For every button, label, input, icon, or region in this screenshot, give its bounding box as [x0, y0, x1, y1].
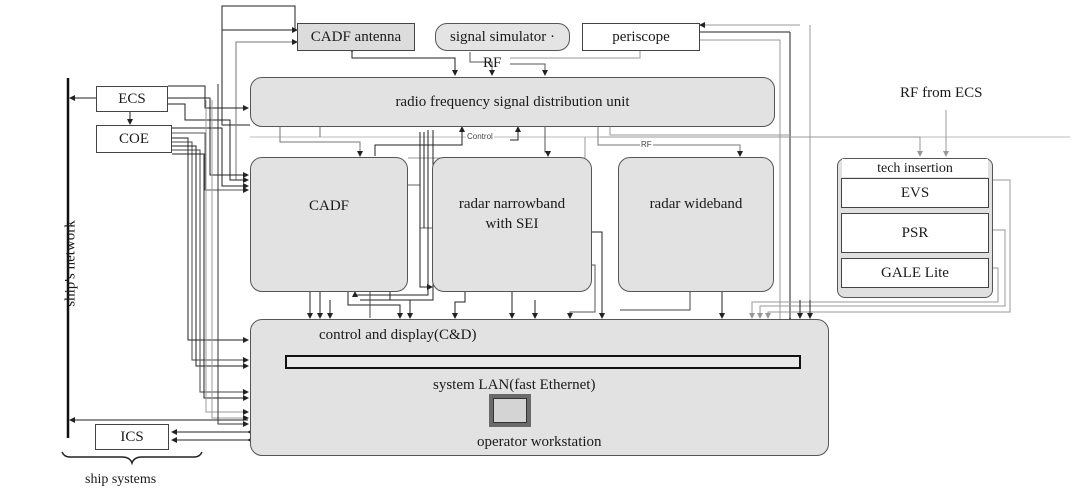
- cadf-antenna-box[interactable]: CADF antenna: [297, 23, 415, 51]
- evs-module[interactable]: EVS: [841, 178, 989, 208]
- control-display-box[interactable]: control and display(C&D) system LAN(fast…: [250, 319, 829, 456]
- psr-label: PSR: [901, 225, 929, 241]
- rf-from-ecs-label: RF from ECS: [900, 85, 983, 101]
- control-connection-label: Control: [466, 132, 494, 141]
- tech-insertion-box[interactable]: tech insertion EVS PSR GALE Lite: [837, 158, 993, 298]
- ship-systems-label: ship systems: [85, 472, 157, 487]
- evs-label: EVS: [900, 185, 930, 201]
- cadf-label: CADF: [308, 198, 349, 214]
- signal-simulator-box[interactable]: signal simulator ·: [435, 23, 570, 51]
- gale-lite-label: GALE Lite: [881, 265, 949, 281]
- periscope-box[interactable]: periscope: [582, 23, 700, 51]
- radar-narrowband-box[interactable]: radar narrowband with SEI: [432, 157, 592, 292]
- cadf-box[interactable]: CADF: [250, 157, 408, 292]
- rf-distribution-unit-label: radio frequency signal distribution unit: [395, 94, 630, 110]
- system-lan-bar: [285, 355, 801, 369]
- system-lan-label: system LAN(fast Ethernet): [433, 377, 596, 393]
- cadf-antenna-label: CADF antenna: [310, 29, 402, 45]
- ships-network-label: ship's network: [62, 220, 79, 307]
- tech-insertion-title: tech insertion: [842, 159, 988, 177]
- operator-workstation-icon: [489, 394, 531, 427]
- ecs-box[interactable]: ECS: [96, 86, 168, 112]
- ship-systems-brace: [61, 451, 203, 466]
- radar-narrowband-label-line1: radar narrowband: [458, 196, 566, 212]
- psr-module[interactable]: PSR: [841, 213, 989, 253]
- rf-connection-label: RF: [640, 140, 653, 149]
- radar-wideband-box[interactable]: radar wideband: [618, 157, 774, 292]
- ics-box[interactable]: ICS: [95, 424, 169, 450]
- gale-lite-module[interactable]: GALE Lite: [841, 258, 989, 288]
- radar-wideband-label: radar wideband: [649, 196, 743, 212]
- ecs-label: ECS: [118, 91, 146, 107]
- signal-simulator-label: signal simulator ·: [450, 29, 555, 45]
- rf-label-top: RF: [483, 55, 502, 71]
- operator-workstation-label: operator workstation: [477, 434, 602, 450]
- radar-narrowband-label-line2: with SEI: [485, 216, 539, 232]
- coe-label: COE: [119, 131, 149, 147]
- rf-distribution-unit[interactable]: radio frequency signal distribution unit: [250, 77, 775, 127]
- control-display-title: control and display(C&D): [319, 327, 477, 343]
- periscope-label: periscope: [612, 29, 670, 45]
- coe-box[interactable]: COE: [96, 125, 172, 153]
- ics-label: ICS: [120, 429, 144, 445]
